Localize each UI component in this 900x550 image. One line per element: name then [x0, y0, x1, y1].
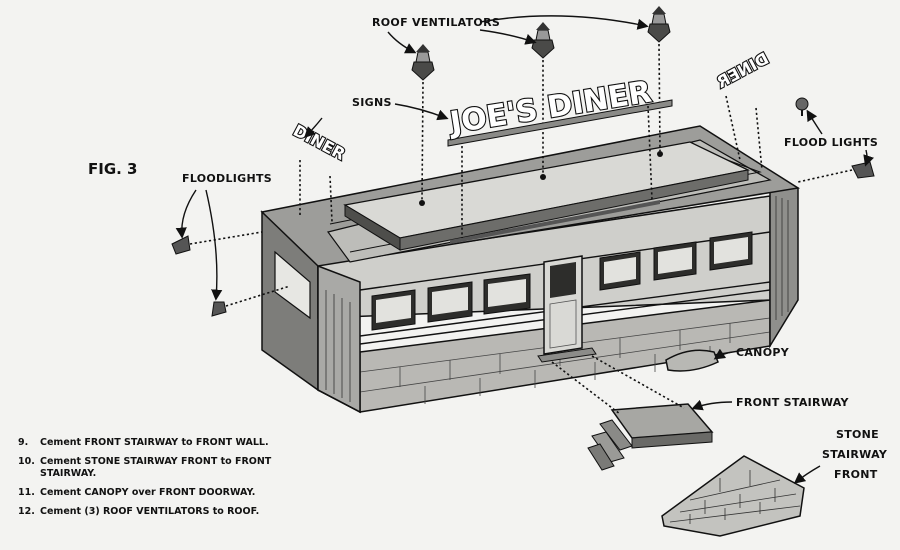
instruction-item: 12. Cement (3) ROOF VENTILATORS to ROOF.: [18, 506, 308, 518]
instruction-item: 11. Cement CANOPY over FRONT DOORWAY.: [18, 487, 308, 499]
instruction-text: Cement (3) ROOF VENTILATORS to ROOF.: [40, 506, 260, 517]
instruction-item: 10. Cement STONE STAIRWAY FRONT to FRONT…: [18, 456, 308, 480]
side-sign-right-text: DINER: [714, 49, 772, 92]
side-sign-left-text: DINER: [290, 121, 348, 164]
instruction-item: 9. Cement FRONT STAIRWAY to FRONT WALL.: [18, 437, 308, 449]
label-stone: STONE: [836, 428, 879, 441]
flood-light-right: [851, 161, 875, 179]
flood-light-left-bottom: [211, 301, 227, 317]
figure-label: FIG. 3: [88, 160, 138, 178]
instruction-text: Cement STONE STAIRWAY FRONT to FRONT STA…: [40, 456, 272, 479]
instruction-text: Cement CANOPY over FRONT DOORWAY.: [40, 487, 256, 498]
roof-ventilator: [411, 44, 435, 81]
instruction-number: 9.: [18, 437, 29, 448]
instruction-text: Cement FRONT STAIRWAY to FRONT WALL.: [40, 437, 269, 448]
label-stairway: STAIRWAY: [822, 448, 888, 461]
flood-light-left-top: [171, 235, 191, 255]
instruction-number: 11.: [18, 487, 35, 498]
diner-body: [260, 125, 801, 414]
front-stairway-part: [587, 403, 714, 471]
label-signs: SIGNS: [352, 96, 392, 109]
instruction-number: 12.: [18, 506, 35, 517]
canopy-part: [665, 349, 719, 372]
flood-light-right-top: [795, 97, 809, 116]
label-roof-ventilators: ROOF VENTILATORS: [372, 16, 500, 29]
main-sign: JOE'S DINER: [445, 73, 673, 147]
label-front: FRONT: [834, 468, 878, 481]
side-sign-right: DINER: [713, 48, 773, 93]
label-front-stairway: FRONT STAIRWAY: [736, 396, 850, 409]
label-floodlights: FLOODLIGHTS: [182, 172, 272, 185]
roof-ventilator: [647, 6, 671, 43]
label-canopy: CANOPY: [736, 346, 790, 359]
instruction-number: 10.: [18, 456, 35, 467]
roof-ventilator: [531, 22, 555, 59]
main-sign-text: JOE'S DINER: [446, 75, 654, 142]
stone-stairway-front-part: [661, 455, 805, 537]
instruction-list: 9. Cement FRONT STAIRWAY to FRONT WALL. …: [18, 437, 308, 525]
label-flood-lights: FLOOD LIGHTS: [784, 136, 878, 149]
side-sign-left: DINER: [289, 120, 349, 165]
